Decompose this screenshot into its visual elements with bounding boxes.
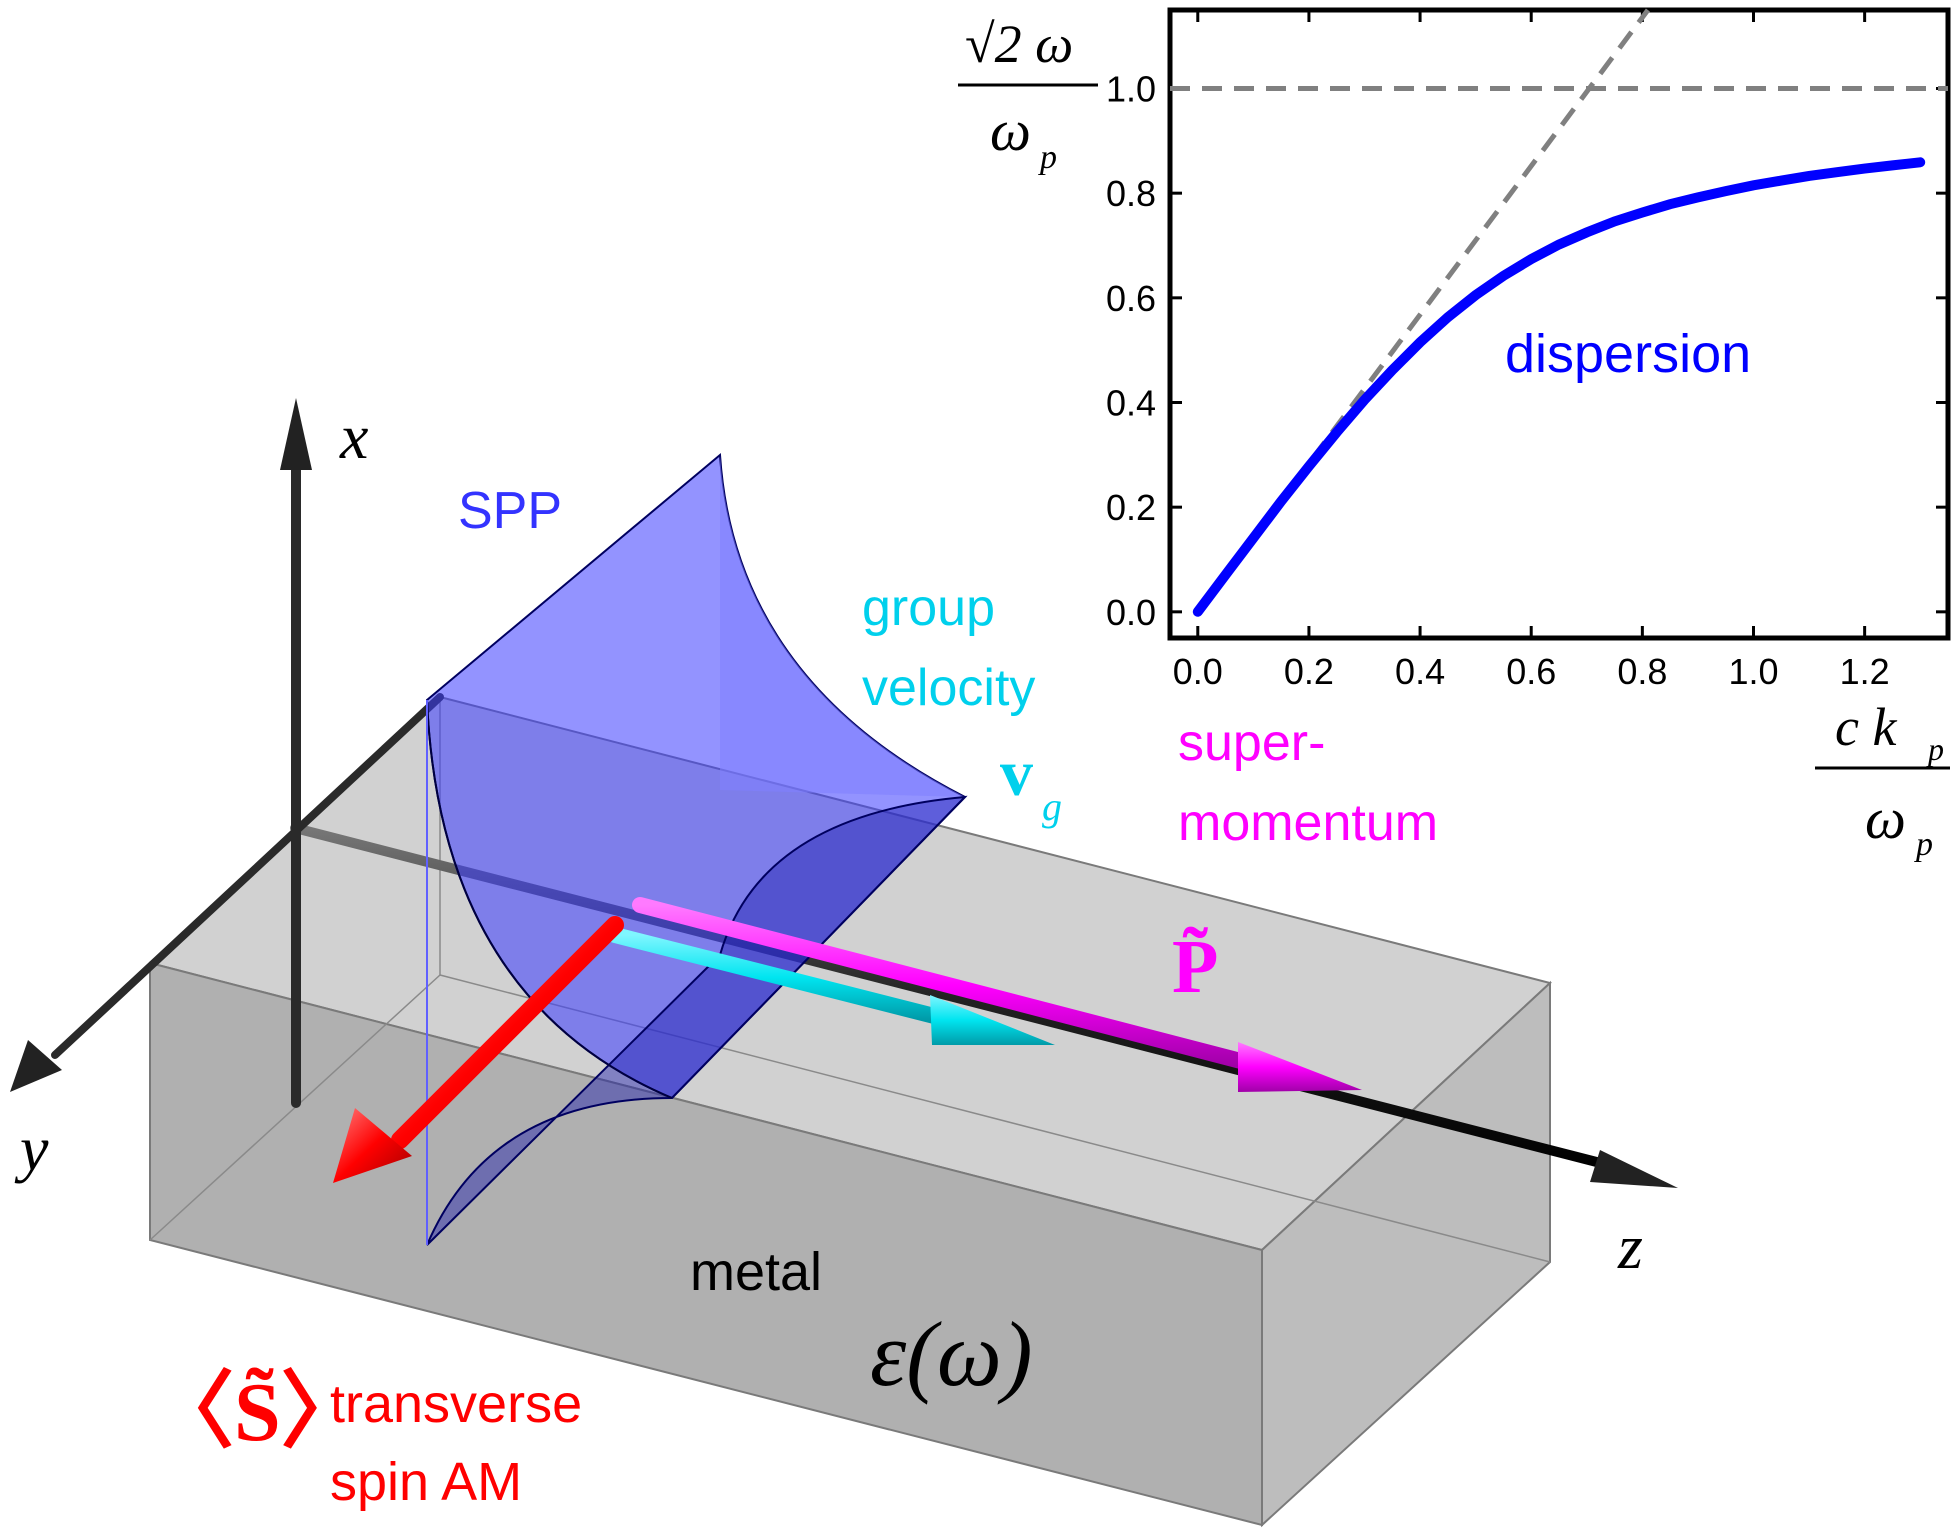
- supermomentum-symbol: P̃: [1172, 925, 1218, 1009]
- y-axis-label: √2 ω ω p: [958, 14, 1098, 176]
- spp-field-profile: [425, 452, 968, 1246]
- z-axis-label: z: [1617, 1211, 1643, 1282]
- supermomentum-label-line1: super-: [1178, 714, 1325, 772]
- dispersion-curve: [1192, 157, 1926, 617]
- y-tick-label: 0.4: [1106, 383, 1156, 424]
- y-label-numerator: √2 ω: [965, 14, 1073, 74]
- metal-label: metal: [690, 1242, 822, 1302]
- x-axis-label: c k p ω p: [1815, 697, 1950, 863]
- x-tick-label: 0.6: [1506, 651, 1556, 692]
- y-tick-label: 0.2: [1106, 487, 1156, 528]
- permittivity-label: ε(ω): [870, 1303, 1032, 1405]
- tick-group: 0.0 0.2 0.4 0.6 0.8 1.0 1.2 0.0 0.2 0.4 0.6 0.8 1.0: [1106, 10, 1948, 692]
- spin-symbol: 〈S̃〉: [150, 1366, 365, 1459]
- spp-label: SPP: [458, 482, 562, 540]
- spin-vector: [333, 916, 624, 1183]
- y-tick-label: 0.0: [1106, 592, 1156, 633]
- vg-subscript: g: [1042, 784, 1062, 829]
- supermomentum-label-line2: momentum: [1178, 794, 1438, 852]
- x-tick-label: 1.2: [1840, 651, 1890, 692]
- supermomentum-vector: [632, 897, 1362, 1092]
- y-tick-label: 0.6: [1106, 278, 1156, 319]
- x-tick-label: 0.8: [1617, 651, 1667, 692]
- spin-label-line2: spin AM: [330, 1452, 522, 1512]
- x-tick-label: 0.2: [1284, 651, 1334, 692]
- supermomentum-arrowhead: [1238, 1042, 1362, 1092]
- y-axis-label: y: [14, 1113, 49, 1184]
- group-velocity-arrowhead: [930, 995, 1055, 1045]
- x-tick-label: 0.4: [1395, 651, 1445, 692]
- x-tick-label: 1.0: [1728, 651, 1778, 692]
- x-label-denominator: ω: [1865, 786, 1906, 851]
- vg-symbol: v: [1000, 737, 1033, 810]
- y-label-denominator-sub: p: [1038, 139, 1057, 176]
- group-velocity-label-line2: velocity: [862, 659, 1035, 717]
- group-velocity-vector: [607, 927, 1055, 1045]
- x-label-numerator: c k: [1835, 697, 1897, 757]
- spp-front-curve: [426, 699, 673, 1099]
- spin-label-line1: transverse: [330, 1374, 582, 1434]
- y-axis: [10, 693, 444, 1092]
- y-tick-label: 1.0: [1106, 69, 1156, 110]
- z-axis-arrowhead: [1590, 1150, 1678, 1188]
- x-tick-label: 0.0: [1173, 651, 1223, 692]
- group-velocity-label-line1: group: [862, 579, 995, 637]
- reference-lines: [1170, 8, 1948, 614]
- light-line: [1195, 8, 1650, 614]
- x-label-numerator-sub: p: [1926, 731, 1944, 767]
- plot-frame: [1167, 7, 1951, 641]
- x-axis-arrowhead: [280, 398, 312, 470]
- y-axis-arrowhead: [10, 1040, 62, 1092]
- x-axis: [280, 398, 312, 1108]
- x-axis-label: x: [339, 401, 368, 472]
- y-label-denominator: ω: [990, 98, 1031, 163]
- spp-side-surface: [720, 455, 965, 797]
- y-tick-label: 0.8: [1106, 173, 1156, 214]
- spp-bottom-decay: [426, 795, 968, 1246]
- spin-arrowhead: [333, 1108, 412, 1183]
- dispersion-label: dispersion: [1505, 324, 1751, 384]
- x-label-denominator-sub: p: [1914, 826, 1933, 863]
